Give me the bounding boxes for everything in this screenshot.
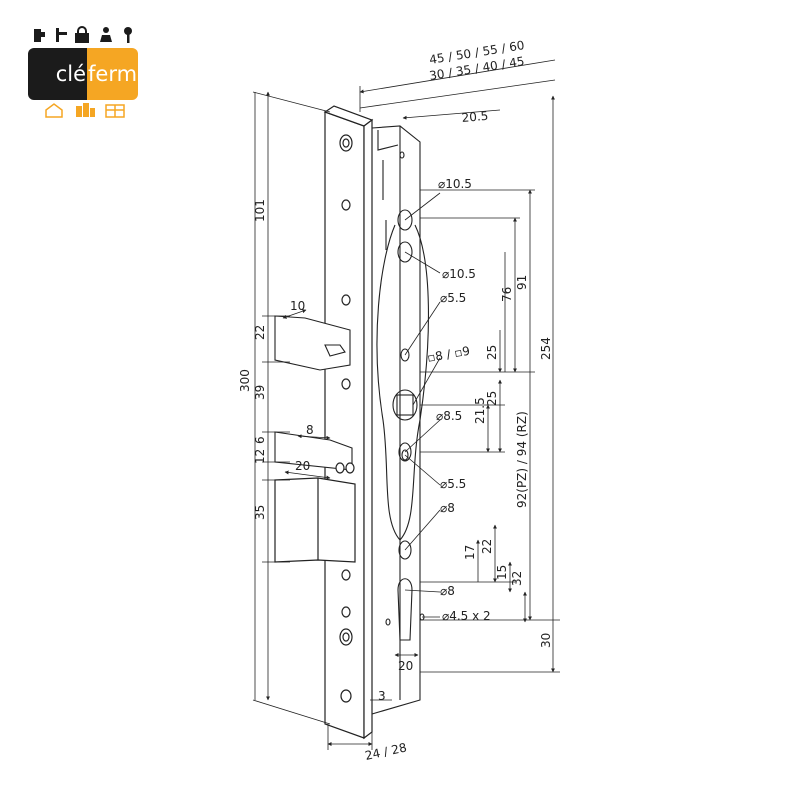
label-dia8-top: ⌀8	[440, 501, 455, 515]
label-20a: 20	[295, 459, 310, 473]
house-icon	[45, 103, 63, 118]
label-dia4-5: ⌀4.5 x 2	[442, 609, 491, 623]
hole-5-5-bottom	[401, 449, 409, 461]
label-300: 300	[238, 369, 252, 392]
logo-text-right: ferm	[87, 48, 138, 100]
label-21-5: 21.5	[473, 397, 487, 424]
hole-5-5-top	[400, 348, 410, 362]
office-icon	[105, 104, 125, 118]
label-22b: 22	[480, 539, 494, 554]
label-76: 76	[500, 287, 514, 302]
hole-10-5-bottom	[397, 241, 413, 263]
label-91: 91	[515, 275, 529, 290]
label-dia10-5-bottom: ⌀10.5	[442, 267, 476, 281]
logo-text-left: clé	[28, 48, 87, 100]
logo-top-icons	[34, 26, 132, 43]
cleferm-logo: clé ferm	[28, 26, 140, 118]
person-icon	[100, 27, 112, 42]
label-35: 35	[253, 505, 267, 520]
label-dia8-bottom: ⌀8	[440, 584, 455, 598]
label-8a: 8	[306, 423, 314, 437]
key-icon	[124, 27, 132, 43]
label-10: 10	[290, 299, 305, 313]
label-101: 101	[253, 199, 267, 222]
logo-bottom-icons	[45, 103, 125, 118]
latch-bolt	[274, 315, 351, 371]
label-32: 32	[510, 571, 524, 586]
label-20-5: 20.5	[461, 109, 489, 125]
hole-10-5-top	[397, 209, 413, 231]
label-25b: 25	[485, 391, 499, 406]
handle-icon	[56, 28, 67, 42]
label-92-94: 92(PZ) / 94 (RZ)	[515, 411, 529, 508]
label-25a: 25	[485, 345, 499, 360]
hole-8-5	[398, 442, 412, 462]
hole-8-top	[398, 540, 412, 560]
label-22a: 22	[253, 325, 267, 340]
label-15: 15	[495, 565, 509, 580]
label-12: 12	[253, 449, 267, 464]
lock-case	[371, 125, 430, 715]
dimension-lines	[252, 59, 560, 750]
faceplate	[323, 105, 374, 740]
bolt-icon	[34, 29, 45, 42]
logo-wordmark: clé ferm	[28, 48, 138, 100]
dimension-labels: 45 / 50 / 55 / 60 30 / 35 / 40 / 45 20.5…	[238, 38, 553, 763]
label-dia10-5-top: ⌀10.5	[438, 177, 472, 191]
label-dia5-5-bottom: ⌀5.5	[440, 477, 466, 491]
label-39: 39	[253, 385, 267, 400]
padlock-icon	[75, 26, 89, 43]
label-30: 30	[539, 633, 553, 648]
label-3: 3	[378, 689, 386, 703]
follower-square	[396, 394, 414, 416]
label-20b: 20	[398, 659, 413, 673]
label-dia8-5: ⌀8.5	[436, 409, 462, 423]
label-dia5-5-top: ⌀5.5	[440, 291, 466, 305]
cylinder-cutout	[397, 578, 413, 641]
label-254: 254	[539, 337, 553, 360]
label-square: ▫8 / ▫9	[426, 344, 471, 365]
label-17: 17	[463, 545, 477, 560]
building-icon	[76, 103, 95, 117]
label-6: 6	[253, 436, 267, 444]
